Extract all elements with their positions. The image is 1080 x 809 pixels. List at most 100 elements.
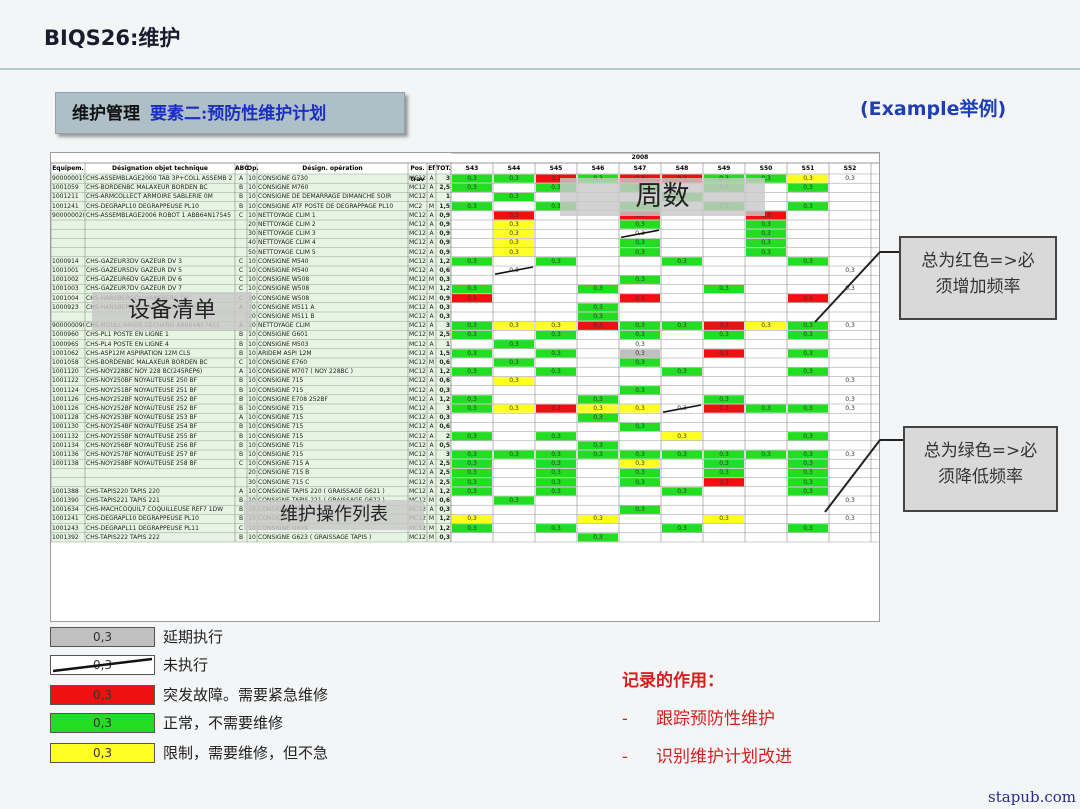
schedule-mark-value: 0,3	[467, 469, 477, 477]
callout-green-line1: 总为绿色=>必	[923, 441, 1038, 461]
table-cell: B	[238, 202, 244, 210]
table-cell: CONSIGNE 715	[258, 432, 304, 440]
table-cell: CHS-ASSEMBLAGE2000 TAB 3P+COLL ASSEMB 2	[86, 175, 233, 182]
schedule-mark	[536, 202, 576, 211]
table-cell: A	[429, 405, 434, 412]
table-cell: 1001126	[52, 405, 79, 412]
schedule-mark-value: 0,3	[593, 313, 603, 320]
table-cell: 10	[248, 340, 256, 348]
table-cell: 0,6	[439, 497, 450, 504]
table-cell: A	[429, 377, 434, 385]
table-cell: 1,2	[439, 395, 450, 403]
table-cell: MC12ME	[409, 414, 426, 422]
schedule-mark	[662, 432, 702, 441]
week-header: S49	[717, 165, 731, 172]
table-cell: B	[238, 184, 244, 192]
schedule-mark	[494, 220, 534, 229]
schedule-mark	[452, 321, 492, 330]
schedule-mark-value: 0,3	[635, 423, 645, 431]
table-cell: B	[238, 423, 244, 431]
schedule-mark-value: 0,3	[803, 257, 813, 265]
legend-swatch-grey: 0,3	[50, 627, 155, 647]
schedule-mark	[494, 248, 534, 257]
schedule-mark	[704, 321, 744, 330]
schedule-mark-value: 0,3	[803, 487, 813, 495]
schedule-mark-value: 0,3	[467, 322, 477, 330]
table-cell: 1001002	[52, 276, 79, 284]
schedule-mark	[788, 202, 828, 211]
table-cell: 1,5	[439, 202, 450, 210]
schedule-mark-value: 0,3	[803, 524, 813, 532]
table-cell: 10	[248, 432, 256, 440]
footer-watermark: stapub.com	[988, 788, 1076, 806]
table-cell: CHS-GAZEUR6DV GAZEUR DV 6	[86, 276, 182, 284]
schedule-mark-value: 0,3	[761, 322, 771, 330]
schedule-mark	[620, 450, 660, 459]
schedule-mark-value: 0,3	[761, 248, 771, 256]
schedule-mark-value: 0,3	[509, 221, 519, 228]
schedule-mark-value: 0,3	[677, 432, 687, 440]
table-cell: C	[238, 211, 244, 219]
red-callout-pointer	[814, 251, 899, 323]
schedule-mark-value: 0,3	[635, 349, 645, 357]
column-header: Equipem.	[52, 165, 84, 172]
schedule-mark	[452, 174, 492, 183]
schedule-mark-value: 0,3	[551, 432, 561, 440]
table-cell: 1,2	[439, 524, 450, 532]
schedule-mark-value: 0,3	[635, 331, 645, 339]
legend-swatch-yellow: 0,3	[50, 743, 155, 763]
schedule-mark-value: 0,3	[635, 322, 645, 330]
table-cell: CHS-NOY252BF NOYAUTEUSE 252 BF	[86, 395, 198, 403]
schedule-mark	[830, 321, 870, 330]
schedule-mark-value: 0,3	[635, 359, 645, 366]
table-cell: MC12ME	[409, 257, 426, 265]
schedule-mark	[620, 330, 660, 340]
table-cell: MC12EL	[409, 395, 426, 403]
table-cell: M	[428, 533, 435, 541]
schedule-mark-value: 0,3	[803, 175, 813, 182]
schedule-mark-value: 0,3	[509, 193, 519, 201]
column-header: Ef	[428, 165, 435, 172]
schedule-mark	[662, 450, 702, 459]
section-header-sub: 要素二:预防性维护计划	[150, 104, 327, 124]
schedule-mark	[494, 404, 534, 413]
schedule-mark-value: 0,3	[677, 524, 687, 532]
table-cell: 1001243	[52, 524, 79, 532]
schedule-mark	[452, 395, 492, 404]
table-cell: C	[238, 460, 244, 468]
records-item-improve-text: 识别维护计划改进	[656, 747, 792, 767]
schedule-mark	[494, 174, 534, 183]
table-cell: CONSIGNE E708 252BF	[258, 395, 328, 403]
schedule-mark-value: 0,3	[593, 414, 603, 422]
schedule-mark	[830, 174, 870, 183]
schedule-mark	[536, 487, 576, 496]
schedule-mark	[830, 496, 870, 505]
schedule-mark-value: 0,3	[803, 349, 813, 357]
table-cell: 40	[248, 239, 256, 247]
table-cell: 10	[248, 441, 256, 449]
table-cell: MC12ME	[409, 451, 426, 458]
table-cell: MC12ME	[409, 303, 426, 311]
schedule-mark	[578, 450, 618, 459]
table-cell: 0,5	[439, 441, 450, 449]
table-cell: MC12EL	[409, 230, 426, 238]
schedule-mark-value: 0,3	[803, 469, 813, 477]
table-cell: B	[238, 515, 244, 523]
schedule-mark	[788, 330, 828, 340]
week-header: S45	[549, 165, 563, 172]
schedule-mark-value: 0,3	[467, 349, 477, 357]
schedule-mark	[662, 257, 702, 266]
table-cell: 10	[248, 211, 256, 219]
table-cell: B	[238, 349, 244, 357]
table-cell: 1,2	[439, 368, 450, 376]
table-cell: 1000960	[52, 331, 79, 339]
schedule-mark	[830, 450, 870, 459]
schedule-mark	[704, 450, 744, 459]
schedule-mark-value: 0,3	[551, 478, 561, 486]
schedule-mark-value: 0,3	[803, 368, 813, 376]
table-cell: 2,5	[439, 331, 450, 339]
schedule-mark-value: 0,3	[845, 395, 855, 403]
